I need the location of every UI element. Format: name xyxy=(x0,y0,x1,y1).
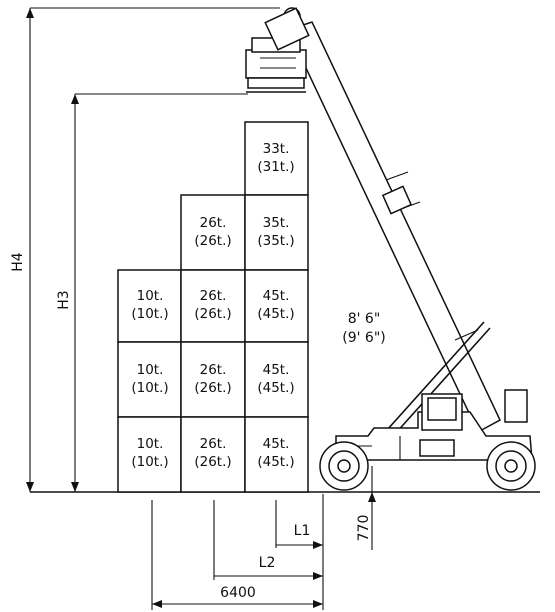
cell-label: 26t. xyxy=(200,436,227,452)
cell-c2-r1 xyxy=(180,416,246,493)
cell-label-alt: (31t.) xyxy=(257,159,294,175)
front-wheel xyxy=(319,441,369,491)
spreader xyxy=(245,7,310,93)
cell-label-alt: (26t.) xyxy=(194,454,231,470)
h4-dimension: H4 xyxy=(10,7,280,492)
rear-wheel xyxy=(486,441,536,491)
6400-label: 6400 xyxy=(220,585,256,601)
cell-label: 45t. xyxy=(263,362,290,378)
bottom-dimensions xyxy=(151,466,376,610)
container-height-label-alt: (9' 6") xyxy=(342,330,385,346)
l2-label: L2 xyxy=(259,555,276,571)
cell-label-alt: (45t.) xyxy=(257,380,294,396)
cell-label-alt: (10t.) xyxy=(131,454,168,470)
h3-label: H3 xyxy=(56,290,72,309)
cell-c3-r3 xyxy=(244,269,309,343)
770-label: 770 xyxy=(356,515,372,542)
cell-label-alt: (26t.) xyxy=(194,380,231,396)
cell-label: 33t. xyxy=(263,141,290,157)
machine-body xyxy=(335,393,533,461)
cell-c2-r3 xyxy=(180,269,246,343)
cell-label: 10t. xyxy=(137,288,164,304)
cell-label: 26t. xyxy=(200,215,227,231)
cell-c3-r1 xyxy=(244,416,309,493)
cell-label-alt: (45t.) xyxy=(257,454,294,470)
container-height-label: 8' 6" xyxy=(348,311,381,327)
cell-label-alt: (26t.) xyxy=(194,233,231,249)
cell-label-alt: (26t.) xyxy=(194,306,231,322)
cell-label: 45t. xyxy=(263,288,290,304)
cell-label-alt: (10t.) xyxy=(131,306,168,322)
cell-label-alt: (35t.) xyxy=(257,233,294,249)
cell-c3-r4 xyxy=(244,194,309,271)
cell-label: 26t. xyxy=(200,362,227,378)
cell-label: 10t. xyxy=(137,436,164,452)
cell-label-alt: (10t.) xyxy=(131,380,168,396)
cell-label-alt: (45t.) xyxy=(257,306,294,322)
telescopic-boom xyxy=(286,21,528,445)
l1-label: L1 xyxy=(294,523,311,539)
h3-dimension: H3 xyxy=(56,93,248,492)
container-stack: 10t. (10t.) 10t. (10t.) 10t. (10t.) 26t.… xyxy=(117,121,309,493)
h4-label: H4 xyxy=(10,252,26,272)
cell-label: 26t. xyxy=(200,288,227,304)
cell-label: 45t. xyxy=(263,436,290,452)
cell-label: 10t. xyxy=(137,362,164,378)
cell-label: 35t. xyxy=(263,215,290,231)
cell-c2-r2 xyxy=(180,341,246,418)
